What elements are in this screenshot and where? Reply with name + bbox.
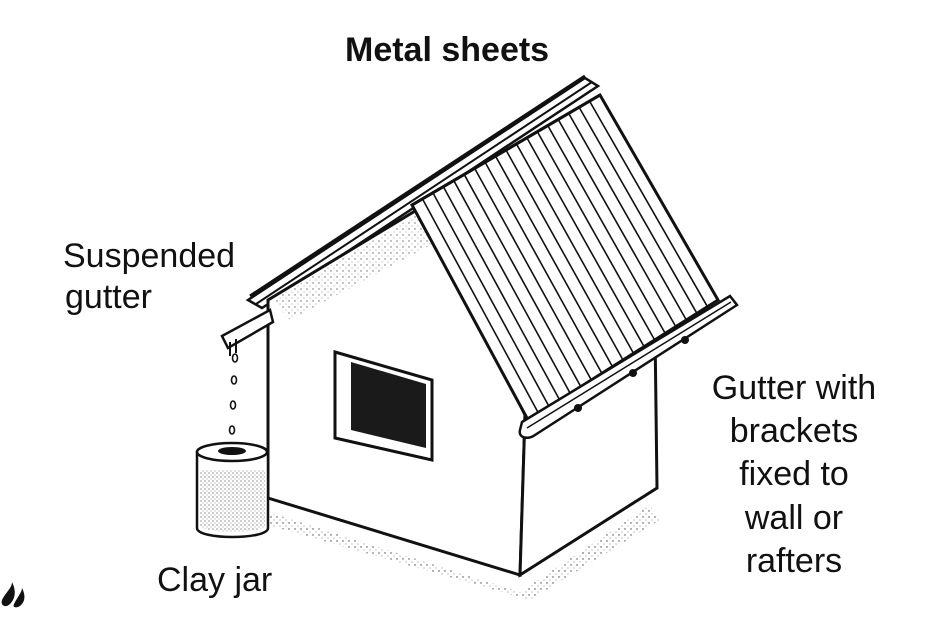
roof-ridge — [411, 93, 601, 207]
metal-roof-sheets — [409, 92, 721, 423]
back-roof-slope — [245, 74, 601, 310]
metal-sheets-label: Metal sheets — [345, 31, 550, 69]
ground-shadow — [268, 505, 660, 600]
roof-corrugation-line — [421, 198, 540, 414]
bracket-gutter-label: Gutter with brackets fixed to wall or ra… — [690, 367, 898, 583]
roof-corrugation-line — [567, 112, 688, 321]
bracket-gutter-label-line2: brackets — [729, 412, 859, 451]
roof-corrugation-line — [547, 125, 666, 334]
roof-corrugation-line — [505, 149, 624, 361]
gable-texture — [272, 210, 440, 320]
bracket-gutter-label-line5: rafters — [745, 541, 843, 580]
roof-corrugation-line — [494, 155, 614, 368]
suspended-gutter-label-line1: Suspended — [63, 237, 236, 275]
roof-corrugation-line — [463, 174, 582, 388]
bracket-gutter-label-line3: fixed to — [739, 455, 849, 494]
roof-corrugation-line — [515, 143, 635, 354]
window — [333, 350, 434, 462]
suspended-gutter — [220, 308, 275, 356]
roof-corrugation-line — [453, 180, 571, 394]
suspended-gutter-label: Suspended gutter — [63, 236, 235, 319]
bracket-gutter-label-line4: wall or — [744, 498, 844, 537]
roof-corrugation-line — [473, 167, 593, 381]
bracket-gutter — [518, 294, 739, 439]
clay-jar — [195, 441, 270, 539]
roof-corrugation-line — [526, 137, 645, 348]
roof-corrugation-line — [432, 192, 550, 408]
clay-jar-label: Clay jar — [157, 561, 273, 599]
water-drops — [228, 353, 239, 435]
roof-corrugation-line — [442, 186, 561, 401]
suspended-gutter-label-line2: gutter — [65, 278, 152, 317]
roof-corrugation-line — [578, 106, 698, 314]
roof-corrugation-line — [588, 100, 709, 308]
bracket-gutter-label-line1: Gutter with — [711, 369, 877, 407]
roof-corrugation-line — [557, 119, 677, 328]
drop-mark-icon — [1, 582, 25, 608]
roof-corrugation-line — [484, 161, 603, 374]
roof-corrugation-line — [536, 131, 656, 341]
